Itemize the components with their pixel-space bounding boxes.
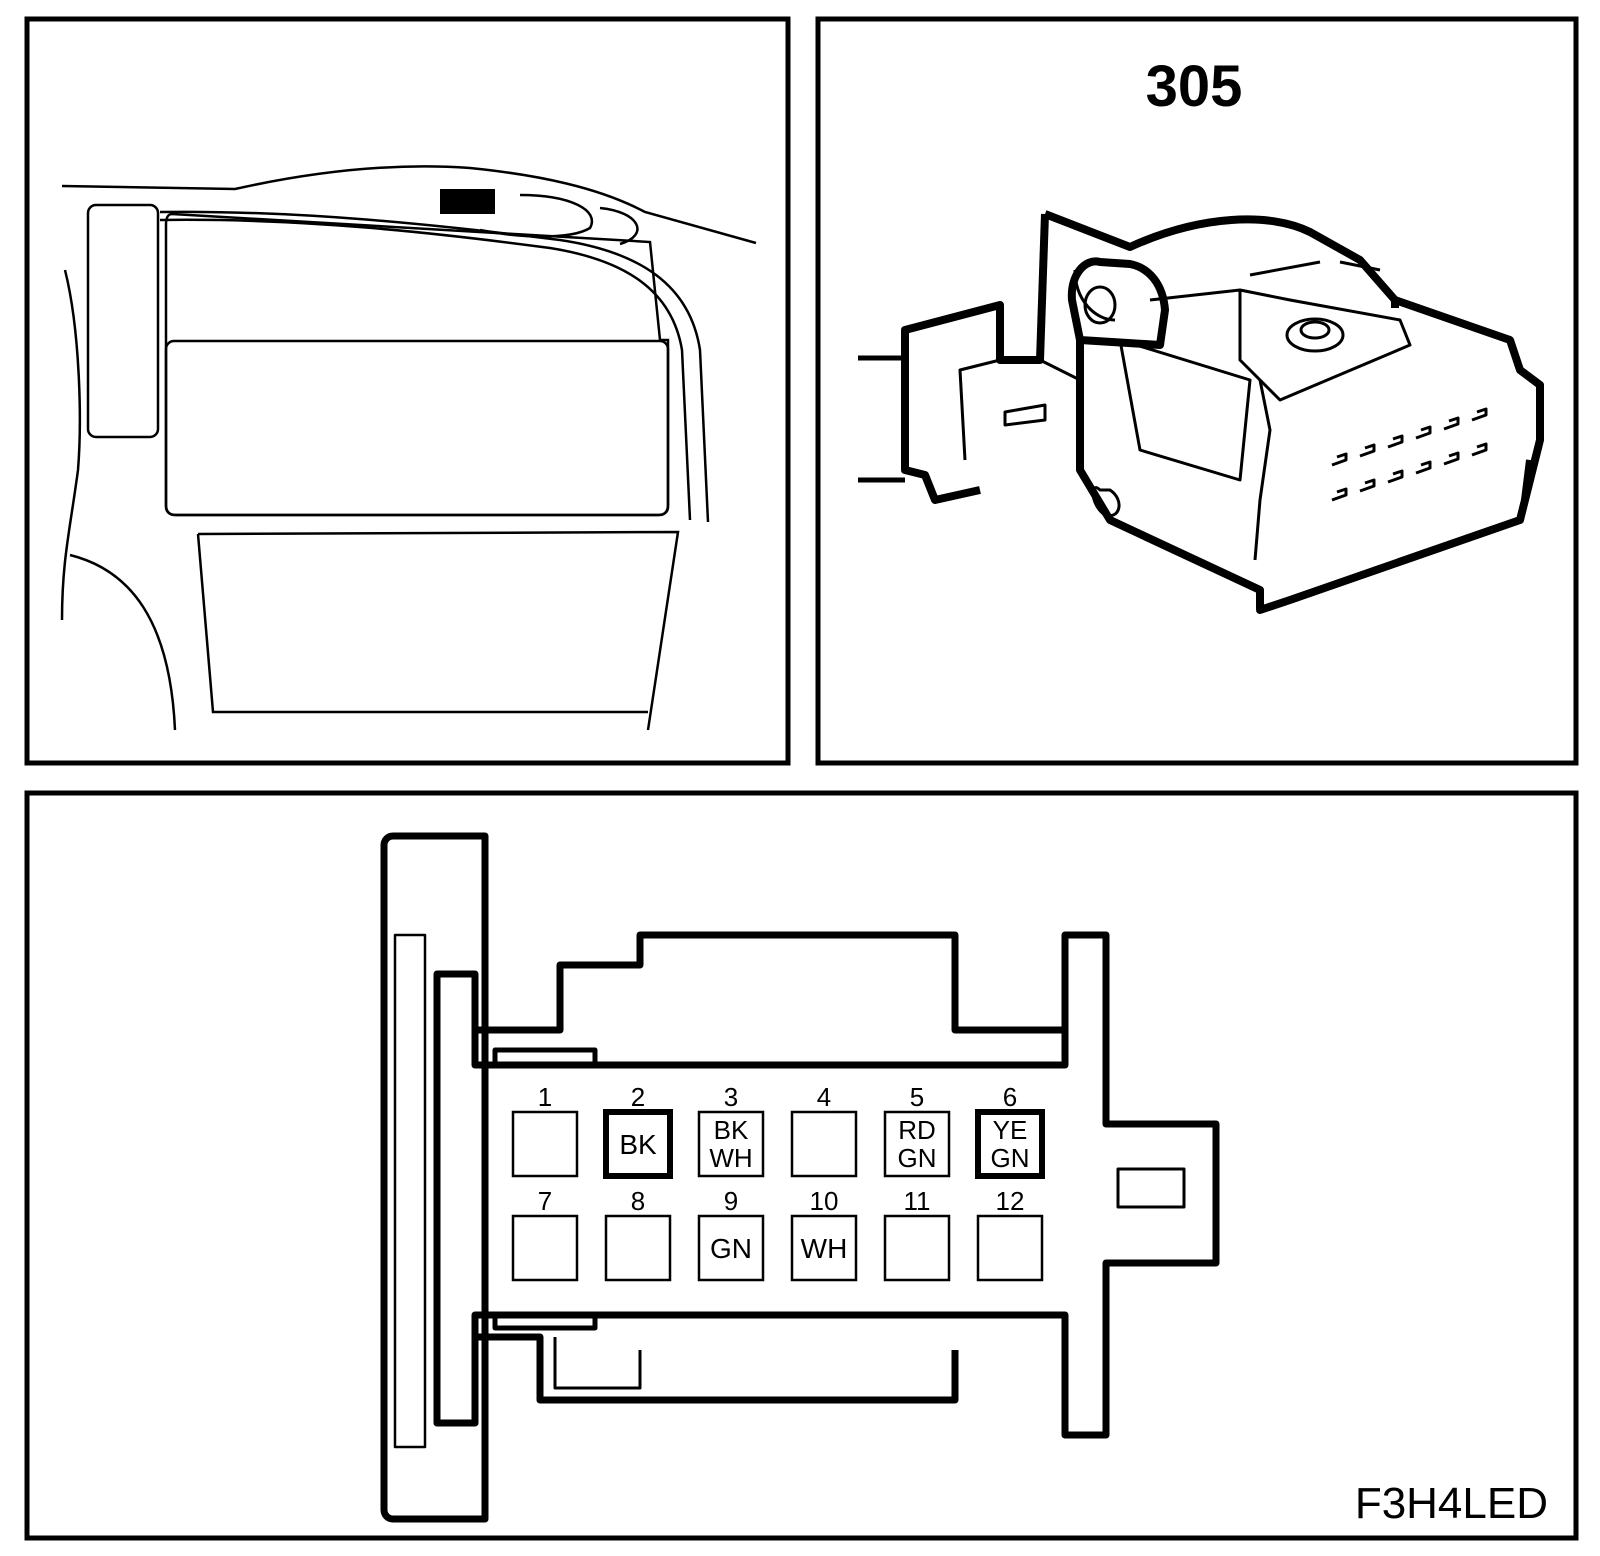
pin-cavity: [883, 1110, 951, 1178]
pin-number: 12: [996, 1186, 1025, 1216]
terminal-cavities: [1331, 407, 1488, 502]
wire-color-label: GN: [710, 1233, 752, 1264]
pin-cavity: [790, 1214, 858, 1282]
pin-9: 9GN: [697, 1186, 765, 1282]
pin-number: 3: [724, 1082, 738, 1112]
connector-view-panel-frame: [815, 16, 1579, 766]
location-panel-frame: [24, 16, 791, 766]
pin-number: 4: [817, 1082, 831, 1112]
pin-11: 11: [883, 1186, 951, 1282]
pin-2: 2BK: [603, 1082, 673, 1179]
pin-cavity: [511, 1110, 579, 1178]
wire-color-label: WH: [709, 1143, 752, 1173]
pin-number: 7: [538, 1186, 552, 1216]
connector-3d-sketch: [858, 210, 1544, 614]
pin-12: 12: [976, 1186, 1044, 1282]
location-sketch: [60, 165, 757, 731]
wire-color-label: BK: [714, 1115, 749, 1145]
pin-1: 1: [511, 1082, 579, 1178]
pin-cavity: [697, 1110, 765, 1178]
pin-cavity: [604, 1214, 672, 1282]
pin-number: 1: [538, 1082, 552, 1112]
pin-cavity: [790, 1110, 858, 1178]
pin-4: 4: [790, 1082, 858, 1178]
pin-cavity: [511, 1214, 579, 1282]
pin-cavity: [976, 1214, 1044, 1282]
pin-number: 10: [810, 1186, 839, 1216]
wire-color-label: GN: [991, 1143, 1030, 1173]
pin-number: 5: [910, 1082, 924, 1112]
drawing-code: F3H4LED: [1355, 1479, 1548, 1528]
pin-number: 6: [1003, 1082, 1017, 1112]
pin-number: 8: [631, 1186, 645, 1216]
pin-7: 7: [511, 1186, 579, 1282]
wire-color-label: GN: [898, 1143, 937, 1173]
wire-color-label: RD: [898, 1115, 936, 1145]
pin-number: 2: [631, 1082, 645, 1112]
connector-number: 305: [1146, 54, 1243, 119]
wire-color-label: YE: [993, 1115, 1028, 1145]
pin-cavity: [883, 1214, 951, 1282]
location-marker: [440, 189, 495, 214]
pinout-panel-frame: [24, 790, 1579, 1541]
pin-cavity: [603, 1109, 673, 1179]
pin-cavity: [697, 1214, 765, 1282]
wire-color-label: BK: [619, 1129, 657, 1160]
pin-8: 8: [604, 1186, 672, 1282]
pin-cavity: [975, 1109, 1045, 1179]
pin-number: 9: [724, 1186, 738, 1216]
pin-number: 11: [904, 1186, 931, 1216]
wire-color-label: WH: [801, 1233, 848, 1264]
connector-outline: [380, 832, 1220, 1523]
